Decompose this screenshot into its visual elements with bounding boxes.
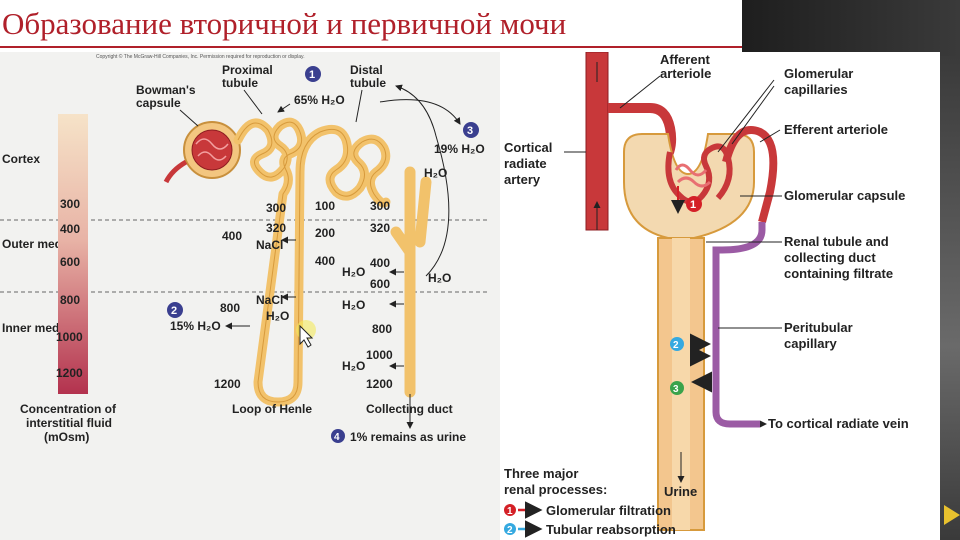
copyright-note: Copyright © The McGraw-Hill Companies, I… bbox=[96, 53, 305, 60]
gradient-value: 300 bbox=[60, 197, 80, 211]
glomerular-capsule bbox=[623, 133, 755, 239]
svg-text:2: 2 bbox=[171, 305, 177, 317]
h2o-label: H₂O bbox=[424, 166, 447, 180]
collecting-duct-label: Collecting duct bbox=[366, 402, 453, 416]
svg-text:4: 4 bbox=[334, 432, 340, 443]
title-underline bbox=[0, 46, 742, 48]
author-watermark: Семочкина М.А. bbox=[722, 514, 879, 539]
collecting-value: 300 bbox=[370, 199, 390, 213]
process-marker-3: 3 bbox=[670, 381, 684, 395]
yellow-arrow-icon bbox=[944, 505, 960, 525]
process-marker-2: 2 bbox=[670, 337, 684, 351]
ascending-value: 200 bbox=[315, 226, 335, 240]
descending-value: 800 bbox=[220, 301, 240, 315]
gradient-caption: (mOsm) bbox=[44, 430, 89, 444]
step-3-marker: 3 bbox=[463, 122, 479, 138]
ascending-value: 100 bbox=[315, 199, 335, 213]
gradient-value: 1000 bbox=[56, 330, 83, 344]
ascending-value: 400 bbox=[315, 254, 335, 268]
glomerulus-vessels bbox=[195, 138, 229, 161]
descending-value: 320 bbox=[266, 221, 286, 235]
step-2-text: 15% H₂O bbox=[170, 319, 221, 333]
step-1-text: 65% H₂O bbox=[294, 93, 345, 107]
afferent-vessel bbox=[163, 159, 188, 184]
loop-of-henle-label: Loop of Henle bbox=[232, 402, 312, 416]
collecting-duct bbox=[390, 166, 432, 398]
glomerulus bbox=[191, 129, 233, 171]
legend-item-filtration: Glomerular filtration bbox=[546, 503, 671, 518]
nacl-label: NaCl bbox=[256, 293, 283, 307]
svg-text:1: 1 bbox=[309, 69, 315, 81]
step-4-marker: 4 bbox=[331, 429, 345, 443]
gradient-value: 800 bbox=[60, 293, 80, 307]
gradient-value: 1200 bbox=[56, 366, 83, 380]
urine-label: Urine bbox=[664, 484, 697, 499]
renal-processes-diagram: 1 2 3 bbox=[500, 51, 940, 540]
svg-text:3: 3 bbox=[673, 384, 679, 395]
svg-text:1: 1 bbox=[690, 199, 696, 211]
svg-text:2: 2 bbox=[507, 525, 513, 536]
right-edge-band bbox=[940, 56, 960, 540]
collecting-value: 1000 bbox=[366, 348, 393, 362]
step-4-text: 1% remains as urine bbox=[350, 430, 466, 444]
osmolarity-gradient-bar bbox=[58, 114, 88, 394]
collecting-value: 800 bbox=[372, 322, 392, 336]
descending-value: 300 bbox=[266, 201, 286, 215]
collecting-value: 320 bbox=[370, 221, 390, 235]
collecting-value: 1200 bbox=[366, 377, 393, 391]
glomerular-capsule-label: Glomerular capsule bbox=[784, 188, 905, 203]
gradient-caption: Concentration of bbox=[20, 402, 117, 416]
gradient-caption: interstitial fluid bbox=[26, 416, 112, 430]
svg-text:2: 2 bbox=[673, 340, 679, 351]
svg-text:3: 3 bbox=[467, 125, 473, 137]
efferent-arteriole-label: Efferent arteriole bbox=[784, 122, 888, 137]
nacl-label: NaCl bbox=[256, 238, 283, 252]
mouse-cursor-icon bbox=[296, 320, 316, 348]
title-dark-band bbox=[742, 0, 960, 56]
slide-title: Образование вторичной и первичной мочи bbox=[2, 6, 567, 41]
peritubular-capillary bbox=[712, 222, 766, 428]
descending-value: 400 bbox=[222, 229, 242, 243]
descending-value: 1200 bbox=[214, 377, 241, 391]
gradient-value: 600 bbox=[60, 255, 80, 269]
collecting-value: 600 bbox=[370, 277, 390, 291]
gradient-value: 400 bbox=[60, 222, 80, 236]
zone-cortex: Cortex bbox=[2, 152, 40, 166]
svg-text:1: 1 bbox=[507, 506, 513, 517]
step-2-marker: 2 bbox=[167, 302, 183, 318]
proximal-tubule-outline bbox=[237, 121, 387, 403]
legend-item-reabsorption: Tubular reabsorption bbox=[546, 522, 676, 537]
h2o-label: H₂O bbox=[342, 359, 365, 373]
h2o-label: H₂O bbox=[342, 265, 365, 279]
h2o-label: H₂O bbox=[342, 298, 365, 312]
process-marker-1: 1 bbox=[686, 196, 702, 212]
step-1-marker: 1 bbox=[305, 66, 321, 82]
step-3-text: 19% H₂O bbox=[434, 142, 485, 156]
nephron-concentration-diagram: Copyright © The McGraw-Hill Companies, I… bbox=[0, 52, 500, 540]
collecting-value: 400 bbox=[370, 256, 390, 270]
h2o-label: H₂O bbox=[266, 309, 289, 323]
cortical-radiate-vein-label: To cortical radiate vein bbox=[768, 416, 909, 431]
h2o-label: H₂O bbox=[428, 271, 451, 285]
